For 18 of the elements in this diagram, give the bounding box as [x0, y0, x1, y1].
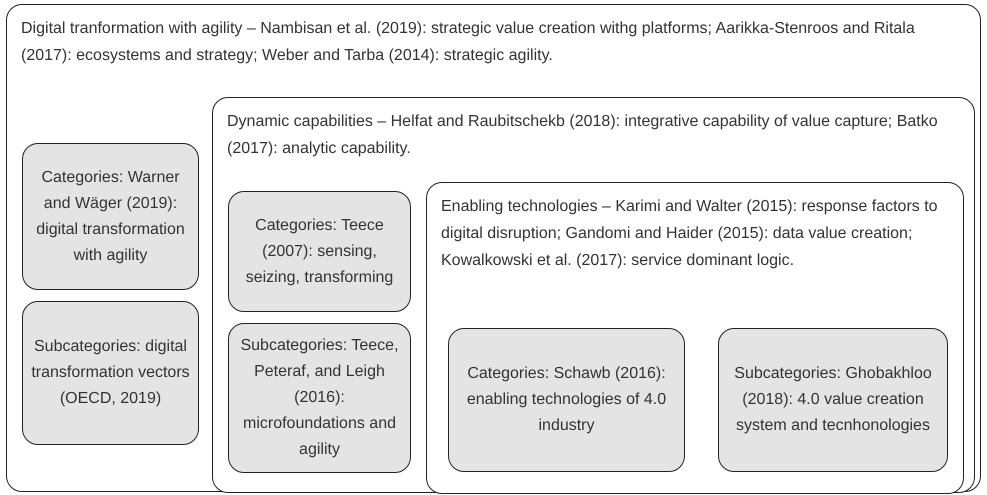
category-box [22, 143, 199, 290]
box-text: Subcategories: Ghobakhloo (2018): 4.0 value creation system and tecnhonologies [733, 364, 933, 436]
group-panel [6, 4, 981, 492]
group-panel [212, 97, 975, 493]
box-text: Categories: Schawb (2016): enabling technologies of 4.0 industry [466, 364, 668, 436]
group-panel [426, 182, 964, 494]
group-heading: Digital tranformation with agility – Nambisan et al. (2019): strategic value creation withg platforms; Aarikka-Stenroos and Ritala (2017): ecosystems and strategy; Weber and Tarba (2014): strategic agility. [21, 19, 916, 66]
group-heading: Enabling technologies – Karimi and Walter (2015): response factors to digital disruption; Gandomi and Haider (2015): data value creation; Kowalkowski et al. (2017): service dominant logic. [441, 197, 939, 271]
category-box [448, 328, 685, 472]
category-box [718, 328, 948, 472]
group-heading: Dynamic capabilities – Helfat and Raubitschekb (2018): integrative capability of value capture; Batko (2017): analytic capability. [227, 112, 939, 159]
box-text: Subcategories: Teece, Peteraf, and Leigh (2016): microfoundations and agility [239, 336, 400, 460]
category-box [228, 191, 411, 312]
box-text: Categories: Warner and Wäger (2019): digital transformation with agility [35, 168, 186, 266]
box-text: Categories: Teece (2007): sensing, seizing, transforming [244, 216, 394, 288]
category-box [228, 323, 411, 473]
category-box [22, 301, 199, 445]
box-text: Subcategories: digital transformation vectors (OECD, 2019) [30, 337, 191, 409]
